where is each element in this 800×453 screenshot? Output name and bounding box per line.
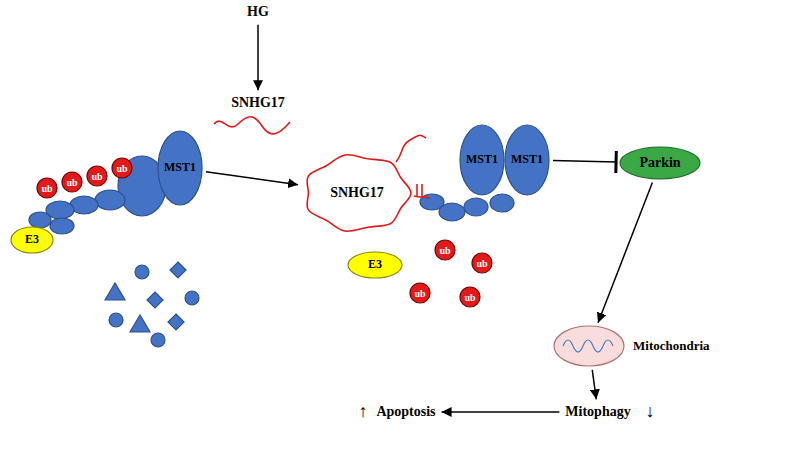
protein-domain [490,194,514,212]
ubiquitin-circle: ub [459,286,481,308]
mitochondrion: Mitochondria [553,325,714,367]
node-text: E3 [25,233,39,246]
protein-ellipse: MST1 [459,124,505,196]
node-text: ub [414,288,425,299]
node-text: SNHG17 [330,185,384,200]
e3-ligase-ellipse: E3 [10,226,54,254]
arrow-connector [592,370,596,399]
fragment-circle [109,313,123,327]
node-text: Apoptosis [376,404,435,419]
protein-domain [464,198,488,216]
ubiquitin-circle [435,240,455,260]
node-text: ub [66,177,77,188]
ubiquitin-circle [472,253,492,273]
e3-ligase-ellipse: E3 [347,251,403,279]
ubiquitin-circle [460,287,480,307]
e3-ligase-ellipse [348,252,402,278]
node-text: Parkin [639,155,680,170]
ubiquitin-circle: ub [434,239,456,261]
arrow-connector [442,411,560,413]
e3-ligase-ellipse [11,227,53,253]
fragment-circle [151,333,165,347]
ubiquitin-circle [410,283,430,303]
fragment-triangle [105,283,125,300]
process-label: Mitophagy [562,402,633,421]
fragment-diamond [147,292,163,308]
ubiquitin-circle [62,172,82,192]
node-text: ub [439,245,450,256]
lncrna-strand [214,117,290,134]
inhibition-connector [553,161,616,162]
base-pairing-bar [416,184,418,197]
node-text: ub [91,171,102,182]
protein-ellipse: MST1 [157,130,203,206]
protein-domain [29,212,51,228]
ubiquitin-circle: ub [61,171,83,193]
fragment-triangle [130,315,150,332]
node-text: ub [476,258,487,269]
parkin-ellipse [620,147,700,179]
ubiquitin-circle: ub [111,157,133,179]
protein-ellipse: MST1 [504,124,550,196]
ubiquitin-circle [37,178,57,198]
protein-ellipse [460,125,504,195]
fragment-diamond [168,314,184,330]
fragment-diamond [170,262,186,278]
protein-ellipse [505,125,549,195]
node-text: HG [247,4,269,19]
protein-domain [50,218,74,234]
node-text: SNHG17 [231,95,285,110]
arrow-connector [206,172,298,185]
protein-domain [95,190,125,210]
ubiquitin-circle: ub [36,177,58,199]
fragment-circle [135,265,149,279]
node-text: MST1 [511,153,543,166]
protein-domain [439,203,465,221]
lncrna-loop-strand [307,155,411,231]
base-pairing-bar [421,184,423,197]
node-text: ub [41,183,52,194]
fragment-circle [185,291,199,305]
stimulus-label: HG [244,2,272,21]
trend-arrow: ↑ [359,401,368,422]
lncrna-strand [396,135,426,162]
ubiquitin-circle: ub [86,165,108,187]
trend-arrow: ↓ [646,401,655,422]
protein-ellipse [158,131,202,205]
node-text: ub [116,163,127,174]
lncrna-label: SNHG17 [228,93,288,112]
mitochondrion-cristae [563,340,613,352]
node-text: MST1 [164,161,196,174]
lncrna-loop: SNHG17 [300,151,414,235]
ubiquitin-circle [112,158,132,178]
node-text: Mitochondria [633,339,710,353]
arrow-connector [598,183,652,323]
node-text: MST1 [466,153,498,166]
outcome-label: Apoptosis [373,402,438,421]
ubiquitin-circle [87,166,107,186]
node-text: Mitophagy [565,404,630,419]
ubiquitin-circle: ub [409,282,431,304]
ubiquitin-circle: ub [471,252,493,274]
mitochondrion-membrane [554,326,624,366]
node-text: E3 [368,258,382,271]
arrow-connector [257,25,259,91]
node-text: ub [464,292,475,303]
parkin-ellipse: Parkin [619,146,701,180]
